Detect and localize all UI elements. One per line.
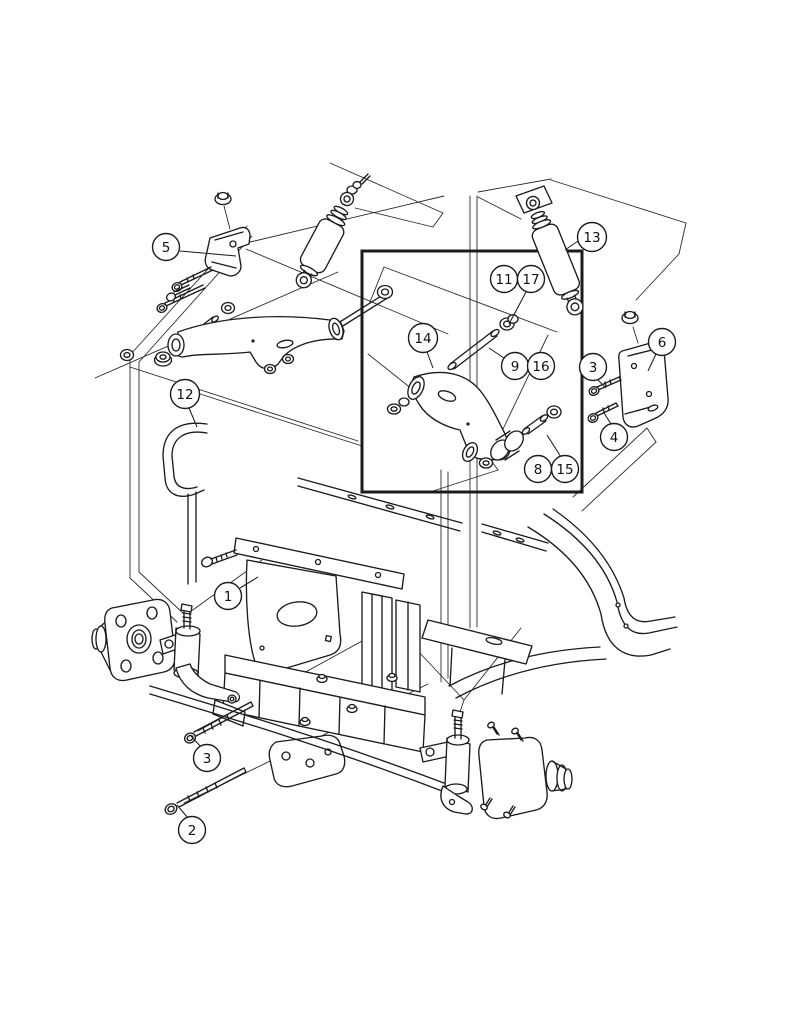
- callout-14-circle: [407, 322, 439, 354]
- callout-13-label: 13: [583, 230, 600, 246]
- callout-12-leader: [188, 407, 198, 428]
- bracket-bolt-4: [587, 402, 619, 423]
- lower-bushing-group: [478, 405, 562, 469]
- callout-3-lower-circle: [192, 743, 222, 773]
- sleeve-washers: [499, 314, 519, 331]
- callout-3-right-leader: [597, 379, 607, 389]
- callout-16-label: 16: [532, 359, 549, 375]
- long-bolt-2: [164, 767, 247, 815]
- left-arm-hardware: [119, 284, 236, 367]
- callout-2-label: 2: [188, 823, 197, 839]
- callout-5-leader: [179, 250, 237, 257]
- callout-12-circle: [169, 378, 201, 410]
- mount-bracket-6: [587, 310, 669, 428]
- control-arm-left: [167, 316, 345, 375]
- callout-2-leader: [176, 804, 189, 819]
- callout-8-label: 8: [534, 462, 543, 478]
- deck-platform: [421, 619, 533, 695]
- callout-3-right-label: 3: [589, 360, 598, 376]
- callout-9: 9: [500, 351, 530, 381]
- callout-3-lower-label: 3: [203, 751, 212, 767]
- callout-4-leader: [603, 412, 612, 425]
- callout-6-circle: [647, 327, 677, 357]
- shock-absorber-left: [295, 173, 371, 289]
- crossmember: [212, 654, 426, 788]
- sleeve-tube-upper: [447, 328, 500, 371]
- callout-15: 15: [550, 454, 580, 484]
- callout-2: 2: [177, 815, 207, 845]
- callout-3-right-circle: [578, 352, 608, 382]
- callout-4-circle: [599, 422, 629, 452]
- callout-15-label: 15: [556, 462, 573, 478]
- callout-12-label: 12: [176, 387, 193, 403]
- callout-8: 8: [523, 454, 553, 484]
- callout-11-label: 11: [495, 272, 512, 288]
- shield-plate: [245, 559, 342, 673]
- shock-absorber-right: [515, 185, 584, 316]
- flange-nut-right: [621, 310, 639, 325]
- callout-6-label: 6: [658, 335, 667, 351]
- callout-13: 13: [576, 221, 608, 253]
- callout-17-leader: [508, 291, 527, 325]
- shock-bracket-5: [204, 226, 251, 277]
- long-bolt-3: [183, 701, 254, 744]
- crossmember-nuts: [299, 672, 398, 727]
- callout-3-right: 3: [578, 352, 608, 382]
- upper-bushing-washer: [376, 284, 394, 300]
- left-hub-spindle: [91, 598, 241, 704]
- callout-14: 14: [407, 322, 439, 354]
- callout-9-leader: [488, 347, 505, 359]
- callout-12: 12: [169, 378, 201, 410]
- callout-2-circle: [177, 815, 207, 845]
- callout-14-label: 14: [414, 331, 431, 347]
- callout-9-label: 9: [511, 359, 520, 375]
- callout-1-circle: [213, 581, 243, 611]
- frame-side-rail: [162, 422, 208, 585]
- frame-tub: [297, 477, 549, 552]
- callout-1-label: 1: [224, 589, 233, 605]
- left-suspension: [119, 173, 371, 375]
- detail-assembly: [334, 284, 562, 469]
- callout-16-circle: [526, 351, 556, 381]
- support-plate: [200, 537, 405, 590]
- callout-1-leader: [239, 576, 259, 589]
- flange-nut-left: [214, 191, 232, 206]
- arm-lower-left-nut: [386, 397, 410, 415]
- callout-1: 1: [213, 581, 243, 611]
- callout-15-circle: [550, 454, 580, 484]
- callout-6-leader: [647, 353, 657, 372]
- callout-17: 17: [516, 264, 546, 294]
- callout-3-lower-leader: [190, 735, 202, 748]
- callout-5-circle: [151, 232, 181, 262]
- callout-17-circle: [516, 264, 546, 294]
- channel-uprights: [361, 591, 421, 695]
- callout-13-leader: [564, 240, 579, 251]
- callout-16: 16: [526, 351, 556, 381]
- callout-4: 4: [599, 422, 629, 452]
- callout-15-leader: [546, 434, 562, 458]
- control-arm-right: [407, 371, 511, 463]
- callout-5: 5: [151, 232, 181, 262]
- frame-rail-right: [448, 508, 678, 699]
- callout-4-label: 4: [610, 430, 619, 446]
- callout-5-label: 5: [162, 240, 171, 256]
- callout-17-label: 17: [522, 272, 539, 288]
- callout-11: 11: [489, 264, 519, 294]
- callout-14-leader: [426, 351, 434, 369]
- callout-13-circle: [576, 221, 608, 253]
- callout-6: 6: [647, 327, 677, 357]
- right-hub-spindle: [419, 709, 573, 820]
- frame-assembly: [91, 422, 678, 820]
- projection-lines: [94, 162, 687, 804]
- callout-3-lower: 3: [192, 743, 222, 773]
- bracket-bolt-3: [588, 376, 622, 396]
